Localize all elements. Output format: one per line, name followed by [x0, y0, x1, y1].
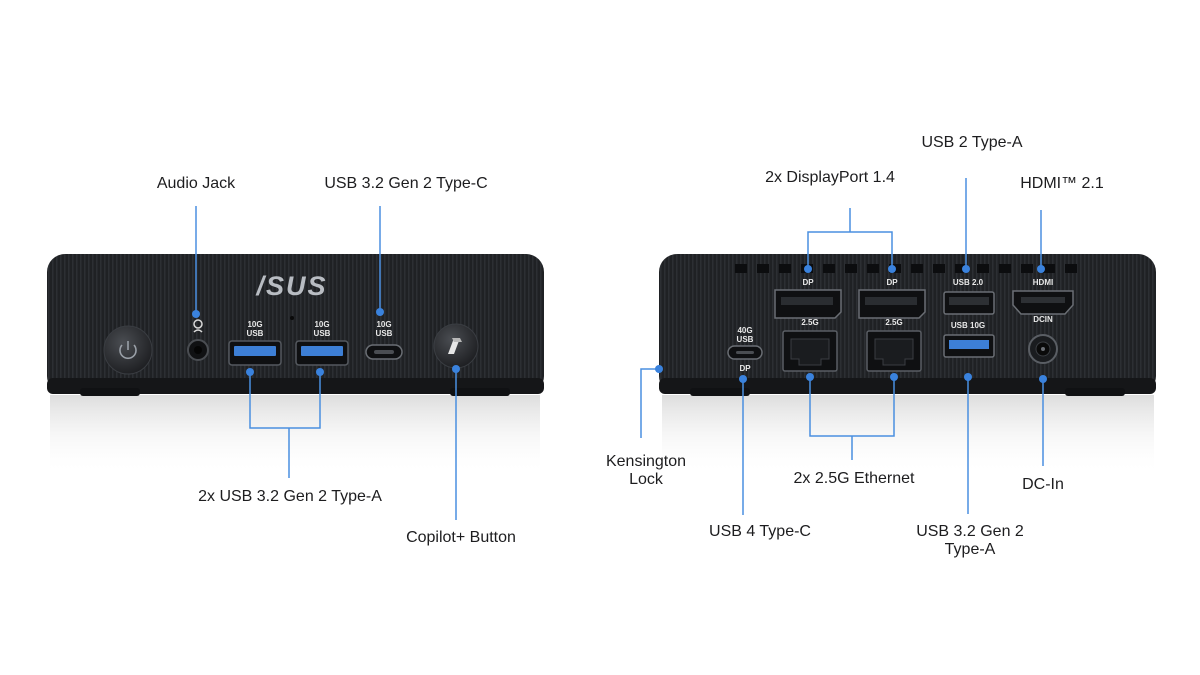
label-usb32-a-line-2: Type-A: [944, 541, 996, 558]
usb-a-1-type-text: USB: [247, 329, 264, 338]
usb-a-port-1[interactable]: [228, 340, 282, 366]
leader-displayport: [807, 208, 893, 268]
usb4-type-c-port[interactable]: [727, 345, 763, 360]
dot-usb2: [962, 265, 970, 273]
dp-2-text: DP: [886, 278, 898, 287]
usb-a-1-speed-text: 10G: [247, 320, 262, 329]
usb-c-port[interactable]: [365, 344, 403, 360]
power-button[interactable]: [103, 325, 153, 375]
label-usb32-a: USB 3.2 Gen 2 Type-A: [904, 523, 1036, 559]
usb-c-speed-text: 10G: [376, 320, 391, 329]
label-dc-in: DC-In: [1022, 476, 1064, 493]
front-shadow: [50, 395, 540, 475]
label-kensington-line-2: Lock: [629, 471, 663, 488]
rear-foot-right: [1065, 388, 1125, 396]
label-hdmi: HDMI™ 2.1: [1020, 175, 1104, 192]
dot-dp-2: [888, 265, 896, 273]
dot-hdmi: [1037, 265, 1045, 273]
vent-slot: [735, 264, 747, 273]
dc-in-port[interactable]: [1028, 334, 1058, 364]
vent-slot: [955, 264, 967, 273]
front-foot-left: [80, 388, 140, 396]
usb4-type-text: USB: [737, 335, 754, 344]
usb-c-type-text: USB: [376, 329, 393, 338]
label-copilot: Copilot+ Button: [406, 529, 516, 546]
front-unit: /SUS 10G USB 10G USB: [47, 206, 544, 520]
vent-slot: [911, 264, 923, 273]
usb32-type-a-port[interactable]: [943, 334, 995, 358]
dot-dp-1: [804, 265, 812, 273]
hdmi-port[interactable]: [1012, 290, 1074, 315]
dot-usb32-a: [964, 373, 972, 381]
rear-unit: DP DP USB 2.0 HDMI 2.5G 2.5G: [640, 178, 1156, 515]
dot-usb-c: [376, 308, 384, 316]
usb-a-port-2[interactable]: [295, 340, 349, 366]
vent-slot: [933, 264, 945, 273]
dot-lan-1: [806, 373, 814, 381]
dot-audio-jack: [192, 310, 200, 318]
rear-foot-left: [690, 388, 750, 396]
lan-1-text: 2.5G: [801, 318, 818, 327]
rear-shadow: [662, 395, 1154, 475]
vent-slot: [823, 264, 835, 273]
vent-slot: [1065, 264, 1077, 273]
front-base: [47, 378, 544, 394]
label-audio-jack: Audio Jack: [156, 175, 236, 192]
headset-icon: [193, 319, 203, 333]
dot-usb-a-1: [246, 368, 254, 376]
leader-usb-a: [249, 373, 321, 478]
dot-usb-a-2: [316, 368, 324, 376]
audio-jack-port[interactable]: [187, 339, 209, 361]
front-chassis: [47, 254, 544, 394]
dot-usb4: [739, 375, 747, 383]
label-ethernet: 2x 2.5G Ethernet: [793, 470, 915, 487]
dot-dc-in: [1039, 375, 1047, 383]
dot-copilot: [452, 365, 460, 373]
label-usb2: USB 2 Type-A: [921, 134, 1023, 151]
vent-slot: [757, 264, 769, 273]
displayport-2[interactable]: [858, 289, 926, 319]
label-usb4: USB 4 Type-C: [709, 523, 811, 540]
dp-1-text: DP: [802, 278, 814, 287]
front-foot-right: [450, 388, 510, 396]
label-usb-c: USB 3.2 Gen 2 Type-C: [324, 175, 488, 192]
mic-hole: [290, 316, 294, 320]
vent-slot: [1043, 264, 1055, 273]
label-displayport: 2x DisplayPort 1.4: [765, 169, 895, 186]
rear-chassis: [659, 254, 1156, 394]
usb4-speed-text: 40G: [737, 326, 752, 335]
vent-slot: [1021, 264, 1033, 273]
usb4-dp-text: DP: [739, 364, 751, 373]
vent-slot: [845, 264, 857, 273]
vent-slot: [779, 264, 791, 273]
label-usb-a: 2x USB 3.2 Gen 2 Type-A: [198, 488, 382, 505]
asus-logo: /SUS: [255, 271, 327, 301]
label-usb32-a-line-1: USB 3.2 Gen 2: [916, 523, 1024, 540]
rear-base: [659, 378, 1156, 394]
usb2-text: USB 2.0: [953, 278, 984, 287]
hdmi-text: HDMI: [1033, 278, 1053, 287]
ethernet-port-1[interactable]: [782, 330, 838, 372]
power-icon: [119, 341, 137, 360]
copilot-button[interactable]: [433, 323, 479, 369]
usb2-type-a-port[interactable]: [943, 291, 995, 315]
dot-lan-2: [890, 373, 898, 381]
label-kensington: Kensington Lock: [594, 453, 698, 489]
leader-kensington: [640, 368, 659, 438]
copilot-icon: [448, 338, 462, 354]
label-kensington-line-1: Kensington: [605, 453, 687, 470]
vent-slot: [867, 264, 879, 273]
vent-slot: [999, 264, 1011, 273]
dot-kensington: [655, 365, 663, 373]
dcin-text: DCIN: [1033, 315, 1053, 324]
ethernet-port-2[interactable]: [866, 330, 922, 372]
usb10g-text: USB 10G: [951, 321, 985, 330]
lan-2-text: 2.5G: [885, 318, 902, 327]
usb-a-2-speed-text: 10G: [314, 320, 329, 329]
usb-a-2-type-text: USB: [314, 329, 331, 338]
vent-slot: [977, 264, 989, 273]
leader-ethernet: [809, 378, 895, 460]
displayport-1[interactable]: [774, 289, 842, 319]
